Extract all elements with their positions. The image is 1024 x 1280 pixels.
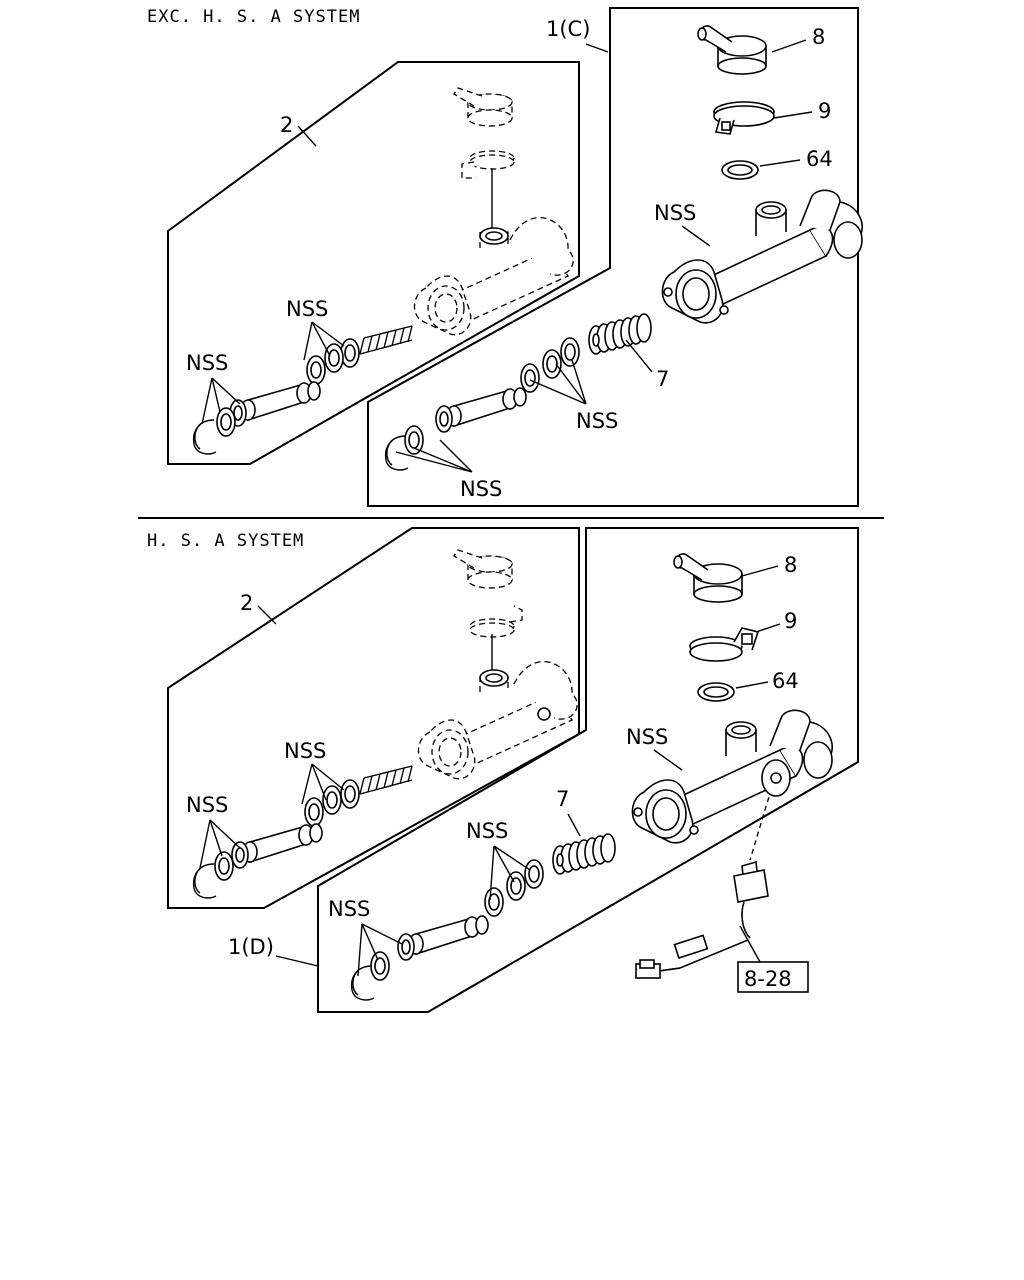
cup-seal-bottom-left-3 [304, 797, 324, 827]
o-ring-top [721, 160, 759, 180]
leader-line [275, 955, 319, 967]
cup-seal-top-left-1 [340, 338, 360, 368]
ghost-clamp-bottom-left [469, 605, 523, 638]
cup-seal-top-right-3 [520, 363, 540, 393]
ghost-body-top-left [413, 217, 574, 336]
cup-seal-bottom-right-1 [524, 859, 544, 889]
hose-clamp-top [713, 101, 775, 135]
cup-seal-top-left-3 [306, 355, 326, 385]
callout-nss: NSS [626, 725, 668, 749]
callout-nss: NSS [460, 477, 502, 501]
reservoir-cap-top [697, 25, 767, 75]
spring-bottom-left [359, 765, 413, 795]
snap-ring-top-left [192, 419, 217, 455]
hose-clamp-bottom [689, 627, 760, 662]
leader-line [257, 605, 277, 625]
leader-line [567, 813, 581, 837]
leader-line [529, 359, 587, 405]
leader-line [395, 439, 473, 473]
callout-nss: NSS [654, 201, 696, 225]
reservoir-cap-bottom [673, 553, 743, 603]
callout-assembly-2-bottom: 2 [240, 591, 253, 615]
piston-top-right [435, 387, 527, 433]
callout-nss: NSS [186, 351, 228, 375]
callout-nss: NSS [286, 297, 328, 321]
callout-assembly-2-top: 2 [280, 113, 293, 137]
callout-part-7-top: 7 [656, 367, 669, 391]
cup-seal-top-right-4 [404, 425, 424, 455]
callout-ref-8-28: 8-28 [744, 967, 792, 991]
leader-line [303, 321, 345, 361]
cup-seal-bottom-right-3 [484, 887, 504, 917]
cup-seal-top-left-2 [324, 343, 344, 373]
cup-seal-bottom-right-4 [370, 951, 390, 981]
leader-line [625, 339, 653, 373]
callout-part-9-top: 9 [818, 99, 831, 123]
callout-nss: NSS [284, 739, 326, 763]
leader-line [489, 845, 531, 901]
hsa-switch [635, 759, 791, 979]
ghost-body-bottom-left [417, 661, 578, 780]
snap-ring-bottom-left [192, 863, 217, 899]
leader-line [585, 43, 609, 53]
callout-nss: NSS [328, 897, 370, 921]
leader-line [759, 159, 801, 167]
leader-line [357, 923, 403, 977]
callout-part-64-bottom: 64 [772, 669, 799, 693]
callout-part-8-bottom: 8 [784, 553, 797, 577]
frame-assembly-1d [317, 527, 859, 1013]
cup-seal-bottom-right-2 [506, 871, 526, 901]
callout-nss: NSS [576, 409, 618, 433]
leader-line [735, 681, 769, 689]
piston-top-left [229, 381, 321, 427]
cup-seal-top-left-4 [216, 407, 236, 437]
frame-assembly-2-top [167, 61, 580, 465]
leader-line [201, 377, 241, 425]
cup-seal-top-right-2 [542, 349, 562, 379]
callout-nss: NSS [466, 819, 508, 843]
callout-part-7-bottom: 7 [556, 787, 569, 811]
leader-line [653, 749, 683, 771]
piston-bottom-left [231, 823, 323, 869]
ghost-cap-top-left [453, 87, 513, 127]
leader-line [297, 125, 317, 147]
cup-seal-bottom-left-1 [340, 779, 360, 809]
leader-line [755, 623, 781, 633]
section-title-hsa: H. S. A SYSTEM [147, 531, 304, 551]
callout-part-64-top: 64 [806, 147, 833, 171]
leader-line [773, 111, 813, 119]
callout-nss: NSS [186, 793, 228, 817]
boot-top [588, 313, 652, 355]
ghost-clamp-top-left [461, 150, 515, 179]
callout-assembly-1d: 1(D) [228, 935, 274, 959]
callout-part-8-top: 8 [812, 25, 825, 49]
cup-seal-top-right-1 [560, 337, 580, 367]
ghost-cap-bottom-left [453, 549, 513, 589]
leader-line [199, 819, 241, 869]
callout-part-9-bottom: 9 [784, 609, 797, 633]
cup-seal-bottom-left-4 [214, 851, 234, 881]
leader-line [771, 39, 807, 53]
snap-ring-bottom-right [350, 965, 375, 1001]
spring-top-left [359, 325, 413, 355]
callout-assembly-1c: 1(C) [546, 17, 590, 41]
leader-line [741, 565, 779, 577]
o-ring-bottom [697, 682, 735, 702]
reference-box [737, 961, 809, 993]
leader-line [681, 225, 711, 247]
frame-assembly-1c [367, 7, 859, 507]
piston-bottom-right [397, 915, 489, 961]
leader-line [301, 763, 345, 805]
section-title-exc-hsa: EXC. H. S. A SYSTEM [147, 7, 360, 27]
boot-bottom [552, 833, 616, 875]
leader-line [739, 925, 761, 963]
